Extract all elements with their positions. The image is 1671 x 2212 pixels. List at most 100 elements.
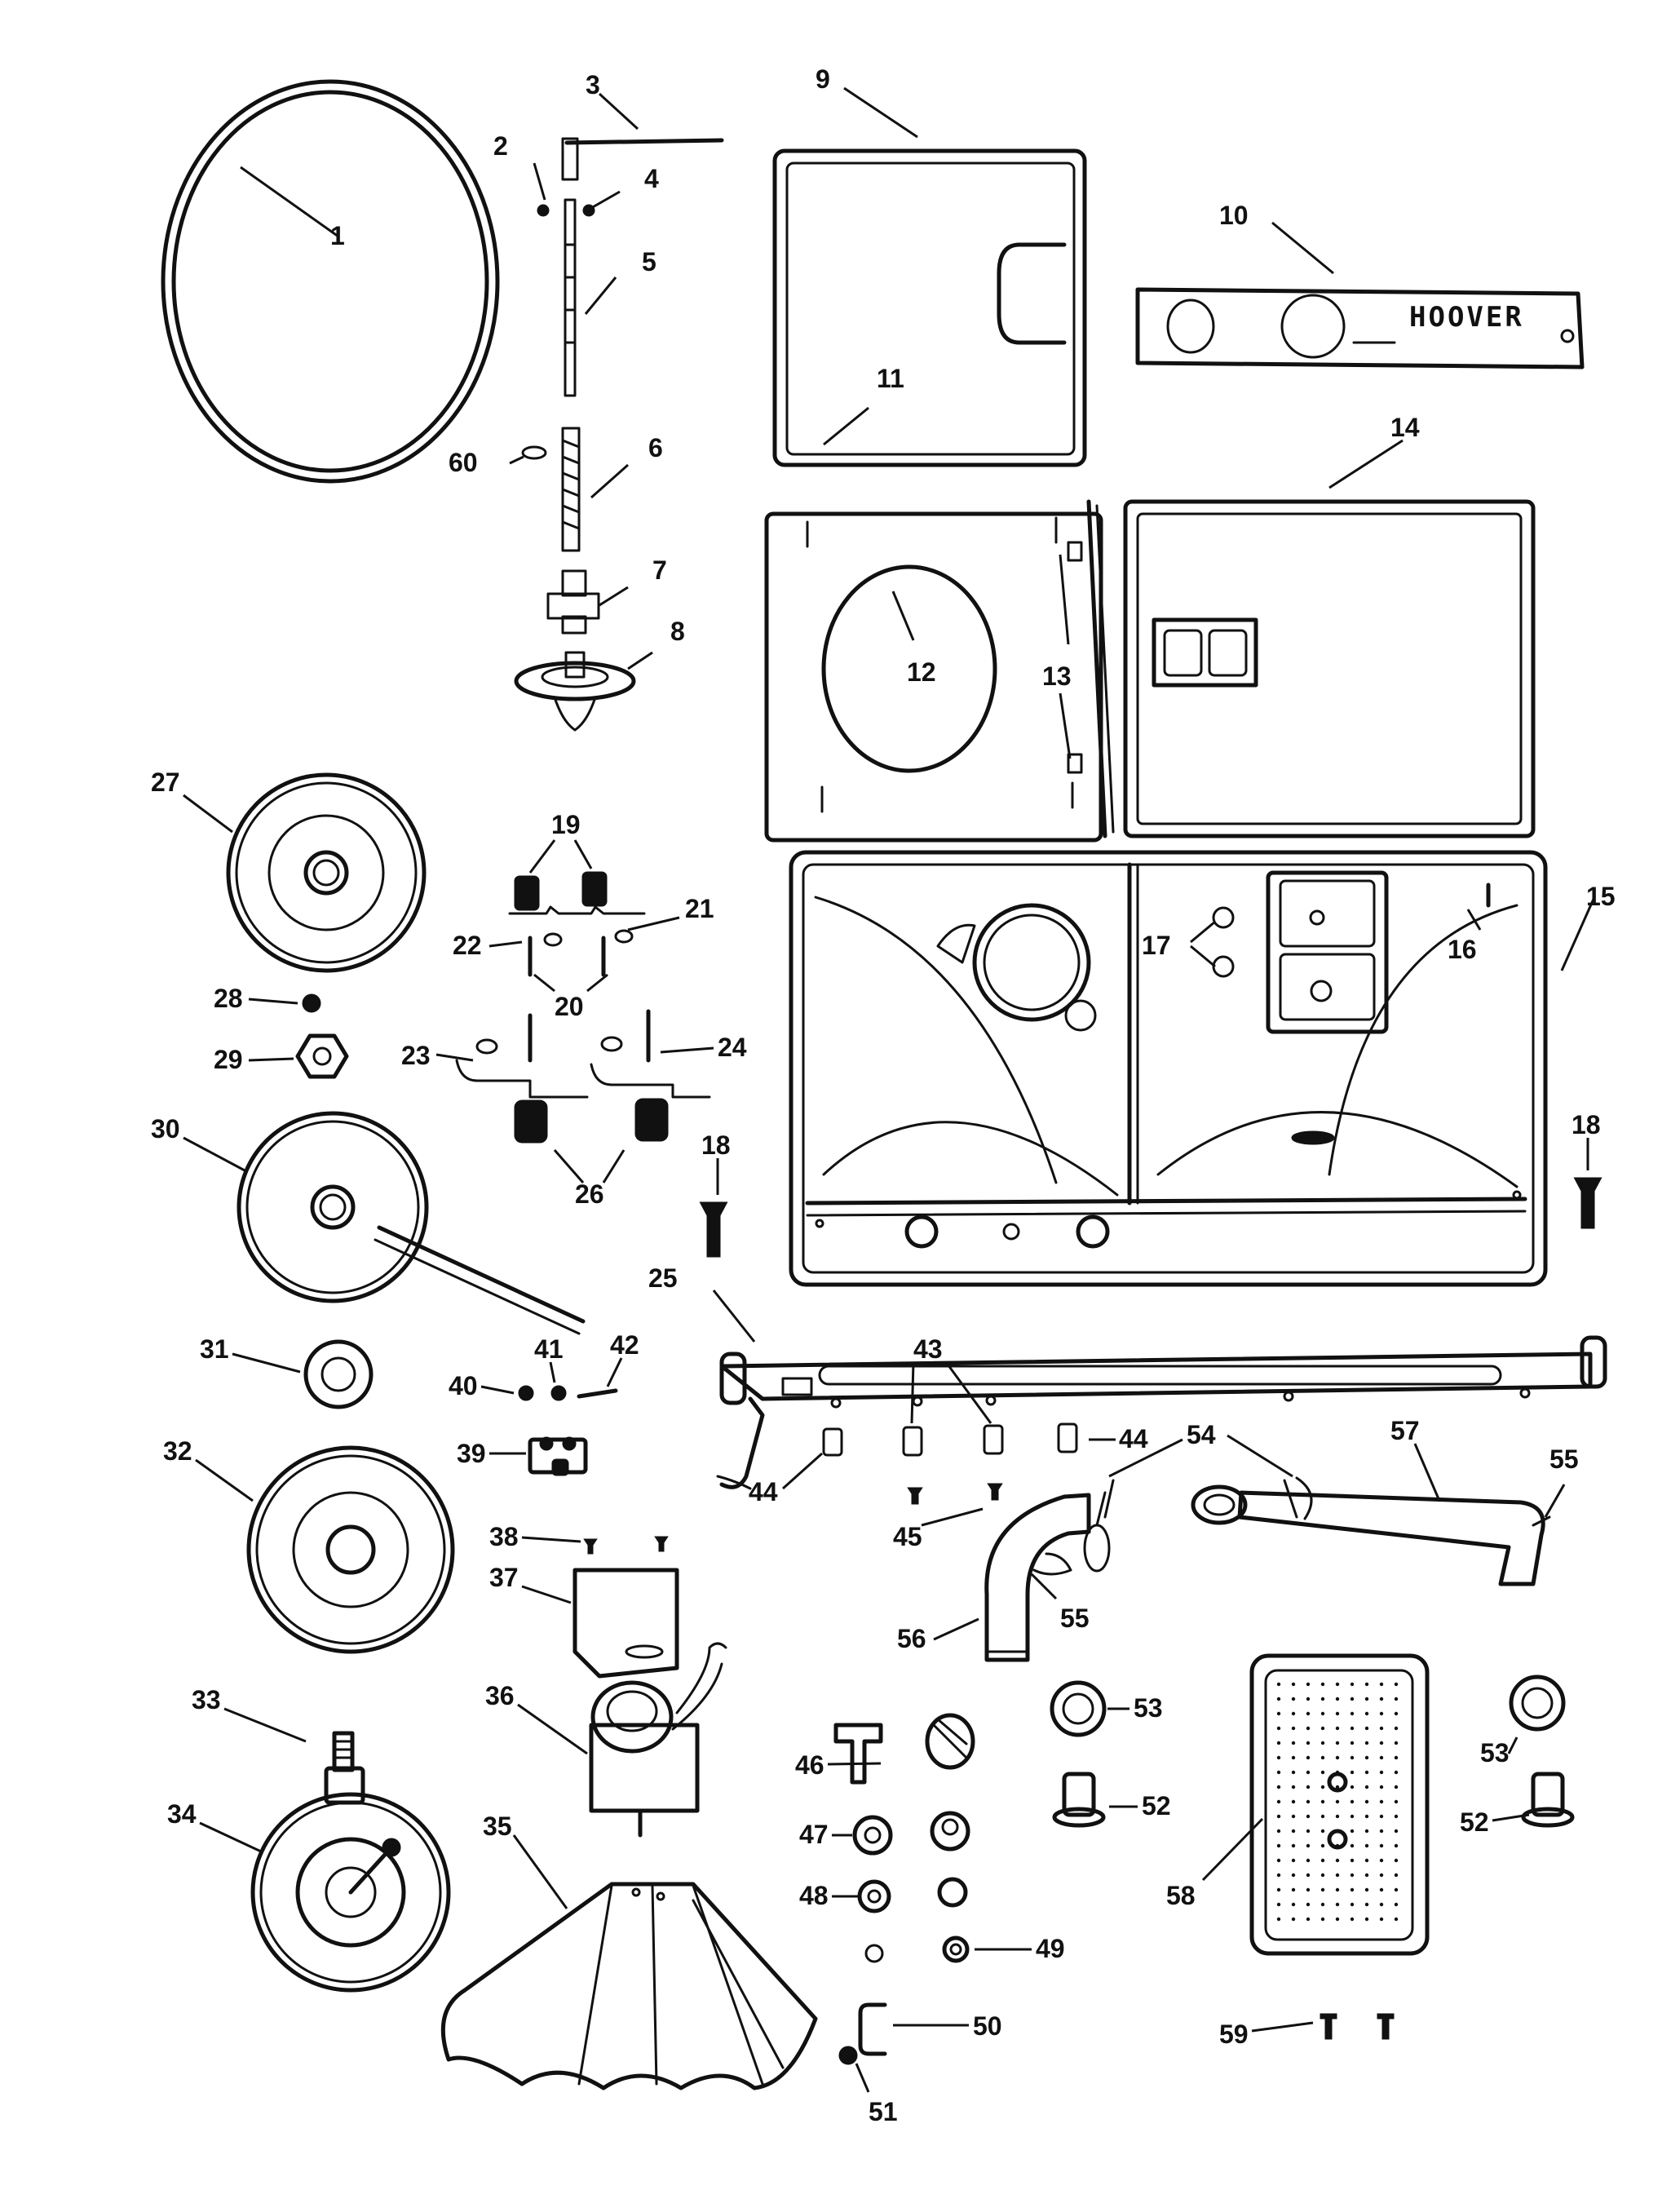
tray-perforation [1276, 1814, 1281, 1819]
callout-50: 50 [973, 2011, 1002, 2041]
callout-45: 45 [893, 1522, 922, 1551]
tray-perforation [1320, 1770, 1325, 1775]
part-12-front-panel [764, 499, 1115, 843]
tray-perforation [1364, 1902, 1369, 1907]
tray-perforation [1394, 1814, 1399, 1819]
tray-perforation [1276, 1858, 1281, 1863]
tray-perforation [1276, 1843, 1281, 1848]
callout-2: 2 [493, 131, 508, 161]
callout-39: 39 [457, 1439, 486, 1468]
callout-53-right: 53 [1480, 1738, 1510, 1767]
brand-logo-text: HOOVER [1409, 301, 1524, 334]
tray-perforation [1306, 1785, 1311, 1790]
callout-38: 38 [489, 1522, 519, 1551]
tray-perforation [1335, 1785, 1340, 1790]
callout-49: 49 [1036, 1934, 1065, 1963]
callout-labels: 1 2 3 4 5 6 7 8 9 10 11 12 13 14 15 16 1… [151, 64, 1616, 2126]
tray-perforation [1306, 1741, 1311, 1745]
tray-perforation [1335, 1755, 1340, 1760]
callout-13: 13 [1042, 661, 1072, 691]
tray-perforation [1276, 1829, 1281, 1834]
callout-17: 17 [1142, 931, 1171, 960]
tray-perforation [1379, 1711, 1384, 1716]
tray-perforation [1291, 1785, 1296, 1790]
tray-perforation [1306, 1814, 1311, 1819]
callout-28: 28 [214, 984, 243, 1013]
callout-58: 58 [1166, 1881, 1196, 1910]
tray-perforation [1379, 1917, 1384, 1922]
tray-perforation [1394, 1843, 1399, 1848]
tray-perforation [1350, 1697, 1355, 1701]
tray-perforation [1364, 1887, 1369, 1892]
callout-22: 22 [453, 931, 482, 960]
callout-37: 37 [489, 1563, 519, 1592]
part-10-control-panel [1135, 221, 1585, 369]
tray-perforation [1306, 1799, 1311, 1804]
part-1-gasket [161, 79, 500, 484]
tray-perforation [1320, 1682, 1325, 1687]
tray-perforation [1394, 1741, 1399, 1745]
callout-27: 27 [151, 768, 180, 797]
tray-perforation [1320, 1799, 1325, 1804]
callout-16: 16 [1448, 935, 1477, 964]
tray-perforation [1291, 1902, 1296, 1907]
tray-perforation [1394, 1799, 1399, 1804]
tray-perforation [1320, 1785, 1325, 1790]
tray-perforation [1394, 1785, 1399, 1790]
tray-perforation [1335, 1741, 1340, 1745]
tray-perforation [1276, 1741, 1281, 1745]
callout-59: 59 [1219, 2020, 1249, 2049]
tray-perforation [1394, 1873, 1399, 1878]
tray-perforation [1276, 1887, 1281, 1892]
tray-perforation [1379, 1814, 1384, 1819]
callout-57: 57 [1390, 1416, 1420, 1445]
part-18-screws [699, 1138, 1602, 1258]
tray-perforation [1379, 1902, 1384, 1907]
tray-perforation [1306, 1873, 1311, 1878]
tray-perforation [1350, 1902, 1355, 1907]
tray-perforation [1394, 1682, 1399, 1687]
tray-perforation [1350, 1858, 1355, 1863]
motor-assembly [480, 1357, 727, 1838]
part-33-bolt [324, 1731, 365, 1805]
tray-perforation [1335, 1682, 1340, 1687]
callout-23: 23 [401, 1041, 431, 1070]
part-9-lid [772, 86, 1087, 467]
tray-perforation [1379, 1682, 1384, 1687]
tray-perforation [1350, 1829, 1355, 1834]
tray-perforation [1394, 1697, 1399, 1701]
tray-perforation [1320, 1726, 1325, 1731]
tray-perforation [1291, 1697, 1296, 1701]
tray-perforation [1306, 1770, 1311, 1775]
tray-perforation [1276, 1770, 1281, 1775]
tray-perforation [1276, 1726, 1281, 1731]
callout-35: 35 [483, 1812, 512, 1841]
tray-perforation [1379, 1799, 1384, 1804]
callout-42: 42 [610, 1330, 639, 1360]
tray-perforation [1320, 1697, 1325, 1701]
tray-perforation [1350, 1814, 1355, 1819]
tray-perforation [1379, 1770, 1384, 1775]
tray-perforation [1364, 1829, 1369, 1834]
tray-perforation [1394, 1902, 1399, 1907]
spindle-assembly [509, 92, 724, 732]
tray-perforation [1379, 1741, 1384, 1745]
tray-perforation [1320, 1873, 1325, 1878]
callout-41: 41 [534, 1334, 564, 1364]
callout-52-right: 52 [1460, 1807, 1489, 1837]
tray-perforation [1306, 1829, 1311, 1834]
tray-perforation [1320, 1858, 1325, 1863]
callout-33: 33 [192, 1685, 221, 1714]
callout-32: 32 [163, 1436, 192, 1466]
tray-perforation [1306, 1682, 1311, 1687]
tray-perforation [1335, 1902, 1340, 1907]
tray-perforation [1291, 1770, 1296, 1775]
part-14-rear-panel [1123, 439, 1536, 838]
tray-perforation [1306, 1902, 1311, 1907]
tray-perforation [1291, 1741, 1296, 1745]
callout-30: 30 [151, 1114, 180, 1144]
tray-perforation [1379, 1697, 1384, 1701]
tray-perforation [1335, 1814, 1340, 1819]
tray-perforation [1276, 1682, 1281, 1687]
